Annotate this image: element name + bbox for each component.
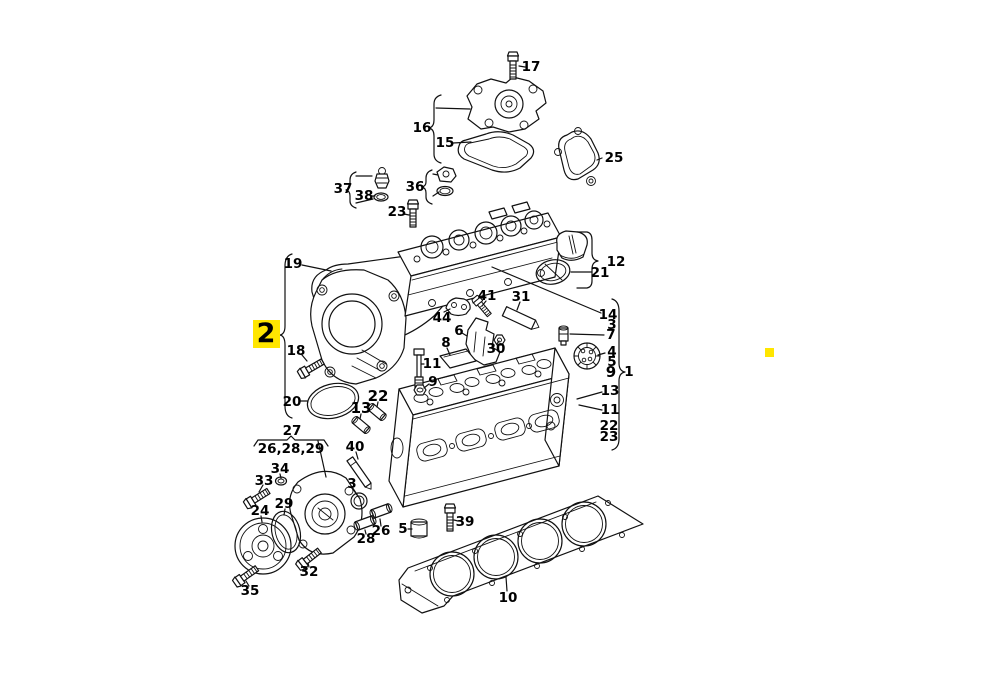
- callout-37: 37: [334, 181, 353, 197]
- bolt-17-drawing: [506, 51, 520, 80]
- callout-16: 16: [413, 120, 432, 136]
- callout-8: 8: [441, 335, 450, 351]
- leader-lines: [245, 65, 606, 592]
- brace-1: [611, 298, 626, 451]
- callout-41: 41: [478, 288, 497, 304]
- gasket-29-drawing: [270, 510, 302, 554]
- bolt-39-drawing: [443, 503, 457, 532]
- callout-11-left: 11: [423, 356, 442, 372]
- bracket-27: [253, 435, 329, 447]
- callout-17: 17: [522, 59, 541, 75]
- part-4-drawing: [573, 342, 601, 370]
- seal-38-drawing: [373, 192, 389, 202]
- callout-1: 1: [624, 364, 633, 380]
- brace-37: [345, 171, 357, 209]
- callout-24: 24: [251, 503, 270, 519]
- sleeve-5-drawing: [410, 518, 428, 539]
- callout-7-list: 7: [606, 327, 615, 343]
- camshaft-housing-drawing: [397, 201, 562, 317]
- callout-10: 10: [499, 590, 518, 606]
- part-37-sensor-drawing: [374, 167, 390, 189]
- pin-31-drawing: [501, 306, 540, 330]
- callout-44: 44: [433, 310, 452, 326]
- oring-3-drawing: [350, 492, 368, 510]
- head-gasket-drawing: [398, 495, 644, 614]
- pulley-24-drawing: [234, 517, 292, 575]
- callout-34: 34: [271, 461, 290, 477]
- nut-9-drawing: [413, 384, 427, 396]
- callout-19: 19: [284, 256, 303, 272]
- callout-38: 38: [355, 188, 374, 204]
- callout-13-list: 13: [601, 383, 620, 399]
- callout-36: 36: [406, 179, 425, 195]
- callout-26: 26: [372, 523, 391, 539]
- callout-3-pump: 3: [347, 476, 356, 492]
- callout-9-list: 9: [606, 363, 616, 381]
- part-36-cap-drawing: [436, 166, 457, 197]
- highlight-layer: [253, 320, 774, 357]
- pump-27-drawing: [288, 470, 363, 555]
- callout-6: 6: [454, 323, 463, 339]
- callout-2: 2: [257, 318, 276, 349]
- callout-33: 33: [255, 473, 274, 489]
- oring-20-drawing: [306, 382, 360, 420]
- callout-35: 35: [241, 583, 260, 599]
- part-7-drawing: [558, 325, 569, 346]
- callout-22-list: 22: [600, 418, 619, 434]
- nut-30-drawing: [493, 334, 506, 346]
- callout-9-left: 9: [428, 374, 437, 390]
- callout-22-left: 22: [368, 387, 389, 405]
- timing-cover-drawing: [310, 268, 407, 385]
- gasket-25-drawing: [554, 127, 600, 186]
- bolt-23-drawing: [406, 199, 420, 228]
- bolt-18-drawing: [295, 356, 327, 381]
- callout-15: 15: [436, 135, 455, 151]
- callout-23-list: 23: [600, 429, 619, 445]
- callout-20: 20: [283, 394, 302, 410]
- part-16-drawing: [466, 76, 547, 133]
- highlight-box-item-2: [253, 320, 280, 348]
- callout-29: 29: [275, 496, 294, 512]
- callout-12: 12: [607, 254, 626, 270]
- brace-16: [428, 94, 442, 164]
- callout-40: 40: [346, 439, 365, 455]
- callout-4-list: 4: [607, 344, 616, 360]
- seal-21-drawing: [535, 259, 571, 285]
- callout-14: 14: [599, 307, 618, 323]
- callout-25: 25: [605, 150, 624, 166]
- part-40-drawing: [346, 456, 372, 490]
- callout-3-list: 3: [607, 317, 616, 333]
- part-44-drawing: [445, 297, 471, 317]
- callout-27: 27: [283, 423, 302, 439]
- callout-26-28-29: 26,28,29: [258, 441, 325, 457]
- oil-cap-drawing: [556, 230, 588, 261]
- callout-11-list: 11: [601, 402, 620, 418]
- brace-36: [421, 169, 433, 205]
- callout-5-list: 5: [607, 354, 616, 370]
- cylinder-head-drawing: [388, 347, 570, 508]
- callout-30: 30: [487, 341, 506, 357]
- callout-32: 32: [300, 564, 319, 580]
- callout-5-dowel: 5: [398, 521, 407, 537]
- callout-13-left: 13: [351, 399, 372, 417]
- callout-23-cover: 23: [388, 204, 407, 220]
- gasket-15-drawing: [457, 131, 535, 173]
- callout-31: 31: [512, 289, 531, 305]
- callout-18: 18: [287, 343, 306, 359]
- callout-21: 21: [591, 265, 610, 281]
- callout-39: 39: [456, 514, 475, 530]
- callout-28: 28: [357, 531, 376, 547]
- bracket-12: [576, 231, 599, 289]
- pin-13-drawing: [350, 414, 372, 436]
- highlight-marker-square: [765, 348, 774, 357]
